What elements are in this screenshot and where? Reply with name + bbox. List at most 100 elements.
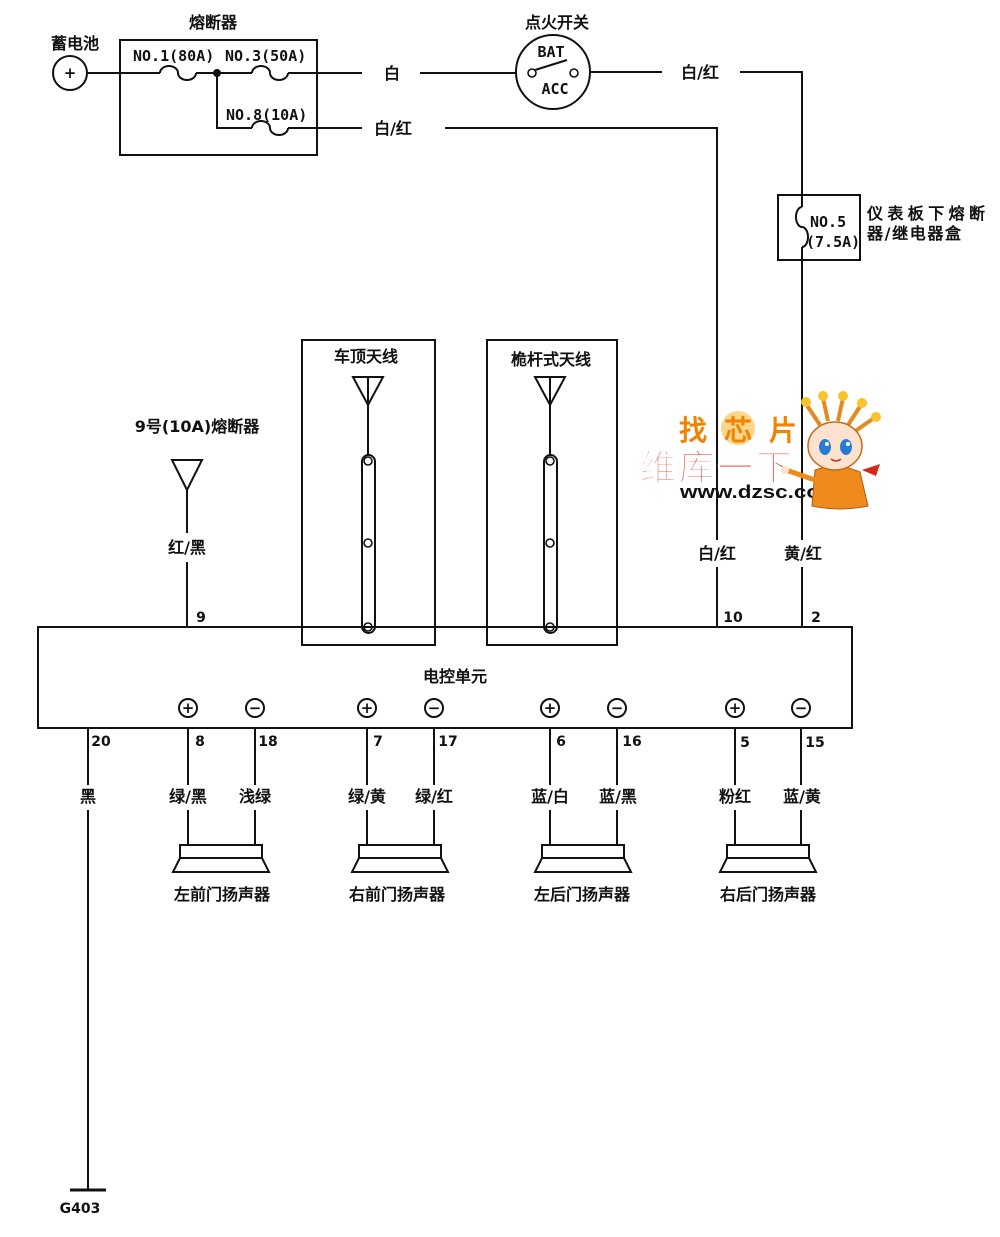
wire-junction-to-fuse-no8 [216,73,252,129]
speaker-label: 右前门扬声器 [349,885,446,904]
speaker-label: 左前门扬声器 [173,885,271,904]
speaker-icon-body [358,844,442,859]
ground-pin-label: 20 [91,734,111,750]
ecu-pin10-label: 10 [723,610,743,626]
fuse-box-frame [119,39,318,156]
dash-fuse-no5-rating: (7.5A) [806,233,860,251]
mascot-hat-ball [871,412,881,422]
ecu-terminal-minus-sign: − [795,699,808,717]
dash-fuse-no5-symbol [795,206,809,248]
fuse9-connector-symbol [170,459,204,493]
mast-antenna-rod-top-node [545,456,555,466]
wire-color-ignition-out: 白/红 [681,63,719,82]
speaker-minus-pin: 17 [438,734,457,750]
speaker-plus-pin: 7 [373,734,383,750]
mascot-hat-ball [801,397,811,407]
ignition-acc-contact [569,68,579,78]
watermark-slogan: 找芯片 [679,414,797,447]
fuse9-label: 9号(10A)熔断器 [135,417,260,436]
wire-color-ecu-pin2: 黄/红 [784,544,822,563]
ecu-terminal-minus-icon [791,698,811,718]
mascot-hat-stalk [821,397,830,422]
mascot-eye-shine [825,442,829,446]
wire-color-speaker-minus: 绿/红 [415,787,453,806]
roof-antenna-rod [361,454,376,634]
mascot-hand [781,466,789,474]
mascot-hat-ball [838,391,848,401]
roof-antenna-frame [301,339,436,646]
speaker-icon-cone [718,857,818,873]
dash-fuse-box-label-line1: 仪表板下熔断 [866,204,985,223]
fuse-no1-symbol [159,65,197,81]
mascot-hat-ball [818,391,828,401]
mascot-prop [862,464,880,476]
dash-fuse-box-frame [777,194,861,261]
mascot-eye [840,439,852,455]
mast-antenna-frame [486,339,618,646]
wire-color-speaker-minus: 浅绿 [239,787,272,806]
fuse-no1-label: NO.1(80A) [133,47,214,65]
speaker-plus-pin: 6 [556,734,566,750]
wire-color-speaker-minus: 蓝/黄 [783,787,821,806]
mast-antenna-rod [543,454,558,634]
ecu-terminal-minus-icon [424,698,444,718]
wire-color-speaker-plus: 粉红 [719,787,751,806]
ecu-terminal-plus-icon [540,698,560,718]
ecu-terminal-minus-sign: − [428,699,441,717]
ecu-terminal-plus-sign: + [544,699,557,717]
ignition-bat-contact [527,68,537,78]
mascot-arm [785,467,816,483]
fuse-no3-symbol [251,65,289,81]
mascot-eye-shine [846,442,850,446]
mascot-hat-stalk [836,397,845,422]
wire-color-ecu-pin10: 白/红 [698,544,736,563]
speaker-plus-pin: 8 [195,734,205,750]
ecu-frame [37,626,853,729]
dash-fuse-no5-label: NO.5 [810,213,846,231]
watermark-url: www.dzsc.com [679,482,840,502]
wire-color-ground: 黑 [80,787,96,806]
mascot-body [811,466,869,510]
speaker-minus-pin: 16 [622,734,641,750]
watermark-chip-badge-icon [721,411,755,445]
mascot-hat-stalk [852,416,876,434]
speaker-icon-cone [533,857,633,873]
roof-antenna-rod-top-node [363,456,373,466]
ignition-switch-lever [534,59,568,71]
fuse-no8-symbol [251,120,289,136]
wire-ignition-to-dash-fuse [740,71,803,207]
ecu-label: 电控单元 [423,667,487,686]
wire-color-fuse-no3-out: 白 [384,64,400,83]
speaker-minus-pin: 15 [805,735,824,751]
fuse-no8-label: NO.8(10A) [226,106,307,124]
mascot-eye [819,439,831,455]
speaker-icon-body [726,844,810,859]
mast-antenna-label: 桅杆式天线 [511,350,591,369]
wire-color-speaker-plus: 蓝/白 [531,787,569,806]
speaker-icon-cone [350,857,450,873]
battery-plus-sign: + [64,64,77,82]
battery-label: 蓄电池 [51,34,99,53]
wire-color-fuse-no8-out: 白/红 [374,119,412,138]
wire-color-speaker-minus: 蓝/黑 [599,787,637,806]
speaker-icon-cone [171,857,271,873]
mast-antenna-rod-mid-node [545,538,555,548]
ignition-bat-label: BAT [537,43,564,61]
speaker-icon-body [179,844,263,859]
mascot-head [807,421,863,471]
fuse-no3-label: NO.3(50A) [225,47,306,65]
speaker-plus-pin: 5 [740,735,750,751]
ecu-terminal-plus-sign: + [729,699,742,717]
ecu-terminal-minus-icon [245,698,265,718]
speaker-label: 右后门扬声器 [720,885,817,904]
ecu-terminal-minus-sign: − [249,699,262,717]
ecu-terminal-plus-sign: + [361,699,374,717]
ecu-terminal-plus-icon [178,698,198,718]
ignition-switch-label: 点火开关 [525,13,589,32]
wire-color-ecu-pin9: 红/黑 [168,538,206,557]
ecu-terminal-minus-sign: − [611,699,624,717]
ecu-terminal-minus-icon [607,698,627,718]
ecu-pin9-label: 9 [196,610,206,626]
dash-fuse-box-label-line2: 器/继电器盒 [866,224,962,243]
